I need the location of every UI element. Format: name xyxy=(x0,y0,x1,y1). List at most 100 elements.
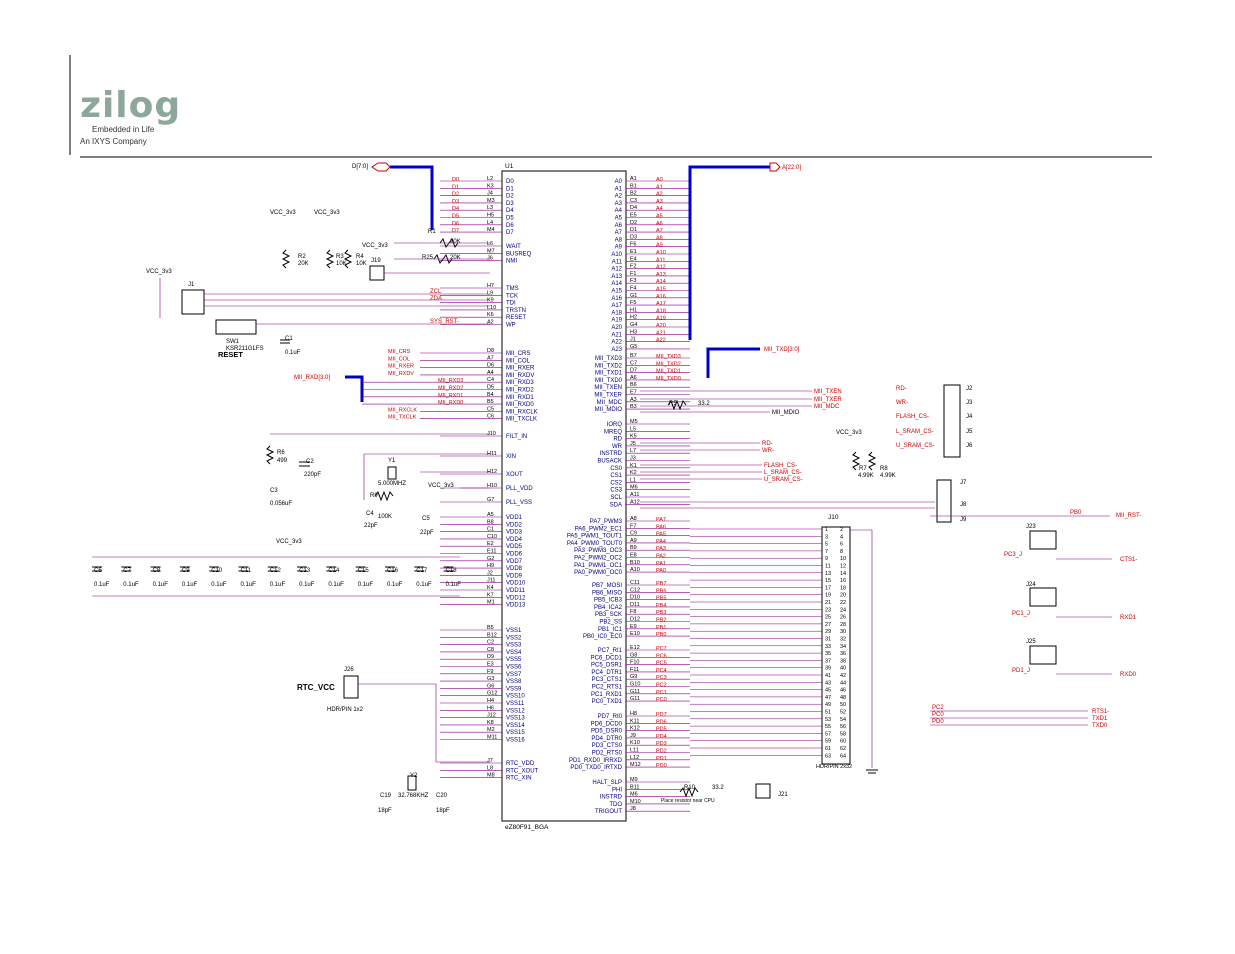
u1-left-pin-name: TDI xyxy=(506,301,516,307)
decap-ref: C16 xyxy=(387,568,399,574)
u1-right-net: MII_TXD3 xyxy=(656,354,681,360)
u1-right-pin-name: PB1_IC1 xyxy=(598,627,623,633)
u1-left-pin-name: VSS16 xyxy=(506,738,525,744)
decap-ref: C7 xyxy=(123,568,131,574)
u1-right-pin-num: F11 xyxy=(630,667,639,673)
u1-left-pin-num: M4 xyxy=(487,227,495,233)
j10-pin-even: 50 xyxy=(840,702,846,708)
logo-company: An IXYS Company xyxy=(80,137,147,146)
u1-left-pin-num: L10 xyxy=(487,305,496,311)
j10-pin-even: 20 xyxy=(840,593,846,599)
u1-right-net: A3 xyxy=(656,199,663,205)
u1-right-net: A5 xyxy=(656,214,663,220)
u1-right-pin-name: MREQ xyxy=(604,429,622,435)
j10-pin-even: 18 xyxy=(840,585,846,591)
mii-txer: MII_TXER xyxy=(814,397,842,403)
decap-val: 0.1uF xyxy=(270,582,286,588)
u1-left-pin-num: E11 xyxy=(487,549,496,555)
u1-right-pin-name: PD6_DCD0 xyxy=(591,721,623,727)
u1-right-pin-name: PB6_MISO xyxy=(592,590,622,596)
j10-pin-odd: 33 xyxy=(825,644,831,650)
j10-pin-odd: 59 xyxy=(825,739,831,745)
net-pc1j: PC1_J xyxy=(1012,611,1030,617)
u1-left-pin-num: D5 xyxy=(487,385,494,391)
u1-left-pin-name: VDD3 xyxy=(506,530,523,536)
u1-right-pin-name: PD0_TXD0_IRTXD xyxy=(570,765,622,771)
u1-right-pin-num: F5 xyxy=(630,300,636,306)
u1-left-pin-name: VSS13 xyxy=(506,716,525,722)
u1-left-pin-num: H7 xyxy=(487,283,494,289)
u1-right-pin-num: C12 xyxy=(630,587,640,593)
u1-right-pin-num: L1 xyxy=(630,477,636,483)
sw1-body xyxy=(215,319,257,335)
u1-right-pin-name: INSTRD xyxy=(600,795,623,801)
j10-pin-odd: 3 xyxy=(825,534,828,540)
u1-right-net: A18 xyxy=(656,308,666,314)
u1-right-pin-name: SCL xyxy=(610,495,622,501)
u1-right-pin-name: MII_TXD1 xyxy=(595,371,623,377)
c5-val: 22pF xyxy=(420,530,434,536)
u1-right-pin-num: B3 xyxy=(630,404,637,410)
j10-pin-odd: 61 xyxy=(825,746,831,752)
u1-left-pin-num: D9 xyxy=(487,654,494,660)
j10-pin-odd: 11 xyxy=(825,564,831,570)
r1-ref: R1 xyxy=(428,229,436,235)
decap-ref: C8 xyxy=(153,568,161,574)
u1-right-pin-name: IORQ xyxy=(607,422,623,428)
u1-left-pin-num: L3 xyxy=(487,205,493,211)
decap-ref: C18 xyxy=(446,568,458,574)
txd-bus xyxy=(706,347,760,378)
u1-right-pin-num: F10 xyxy=(630,660,639,666)
j10-pin-odd: 31 xyxy=(825,637,831,643)
rxd-bus-label: MII_RXD[3:0] xyxy=(294,375,330,381)
u1-right-net: PC5 xyxy=(656,661,667,667)
mii-mdio: MII_MDIO xyxy=(772,410,800,416)
j9-label: J9 xyxy=(960,517,967,523)
u1-left-pin-num: A7 xyxy=(487,355,494,361)
j10-pin-even: 8 xyxy=(840,549,843,555)
u1-right-pin-name: MII_TXD0 xyxy=(595,378,623,384)
u1-left-pin-num: L8 xyxy=(487,765,493,771)
net-usram-j6: U_SRAM_CS- xyxy=(896,443,935,449)
j10-pin-odd: 21 xyxy=(825,600,831,606)
u1-left-pin-name: D3 xyxy=(506,201,514,207)
u1-left-pin-name: TMS xyxy=(506,286,519,292)
u1-right-pin-num: A6 xyxy=(630,375,637,381)
u1-left-pin-name: MII_COL xyxy=(506,358,531,364)
u1-left-pin-name: D4 xyxy=(506,208,514,214)
vcc-r7r8: VCC_3v3 xyxy=(836,430,862,436)
j10-pin-even: 12 xyxy=(840,564,846,570)
u1-right-net: A2 xyxy=(656,192,663,198)
r10-val: 33.2 xyxy=(712,785,724,791)
u1-right-pin-name: A23 xyxy=(611,347,622,353)
u1-right-pin-num: J8 xyxy=(630,806,636,812)
u1-right-pin-name: A16 xyxy=(611,296,622,302)
u1-right-net: A11 xyxy=(656,257,665,263)
d-bus-label: D[7:0] xyxy=(352,164,368,170)
u1-right-pin-name: RD xyxy=(613,437,622,443)
mii-rx-net: MII_RXD2 xyxy=(438,386,463,392)
txd-bus-label: MII_TXD[3:0] xyxy=(764,347,800,353)
u1-left-pin-num: H6 xyxy=(487,705,494,711)
u1-right-pin-num: D12 xyxy=(630,617,640,623)
u1-right-net: PA2 xyxy=(656,554,666,560)
u1-right-pin-name: A9 xyxy=(615,245,623,251)
decap-ref: C12 xyxy=(270,568,282,574)
c19-ref: C19 xyxy=(380,793,392,799)
u1-right-pin-num: G8 xyxy=(630,652,637,658)
u1-right-pin-num: D4 xyxy=(630,205,637,211)
u1-right-net: MII_TXD0 xyxy=(656,376,681,382)
u1-left-pin-num: K9 xyxy=(487,298,494,304)
r6-val: 499 xyxy=(277,458,288,464)
r25-ref: R25 xyxy=(422,255,434,261)
u1-right-net: A10 xyxy=(656,250,666,256)
u1-left-pin-num: E2 xyxy=(487,541,494,547)
j10-pin-odd: 49 xyxy=(825,702,831,708)
u1-right-pin-name: A12 xyxy=(611,267,622,273)
u1-right-pin-name: PA4_PWM0_TOUT0 xyxy=(567,541,623,547)
decap-ref: C11 xyxy=(241,568,252,574)
net-usram: U_SRAM_CS- xyxy=(764,477,803,483)
j26-ref: J26 xyxy=(344,667,354,673)
u1-left-pin-name: VSS1 xyxy=(506,628,522,634)
u1-left-pin-num: M2 xyxy=(487,727,495,733)
